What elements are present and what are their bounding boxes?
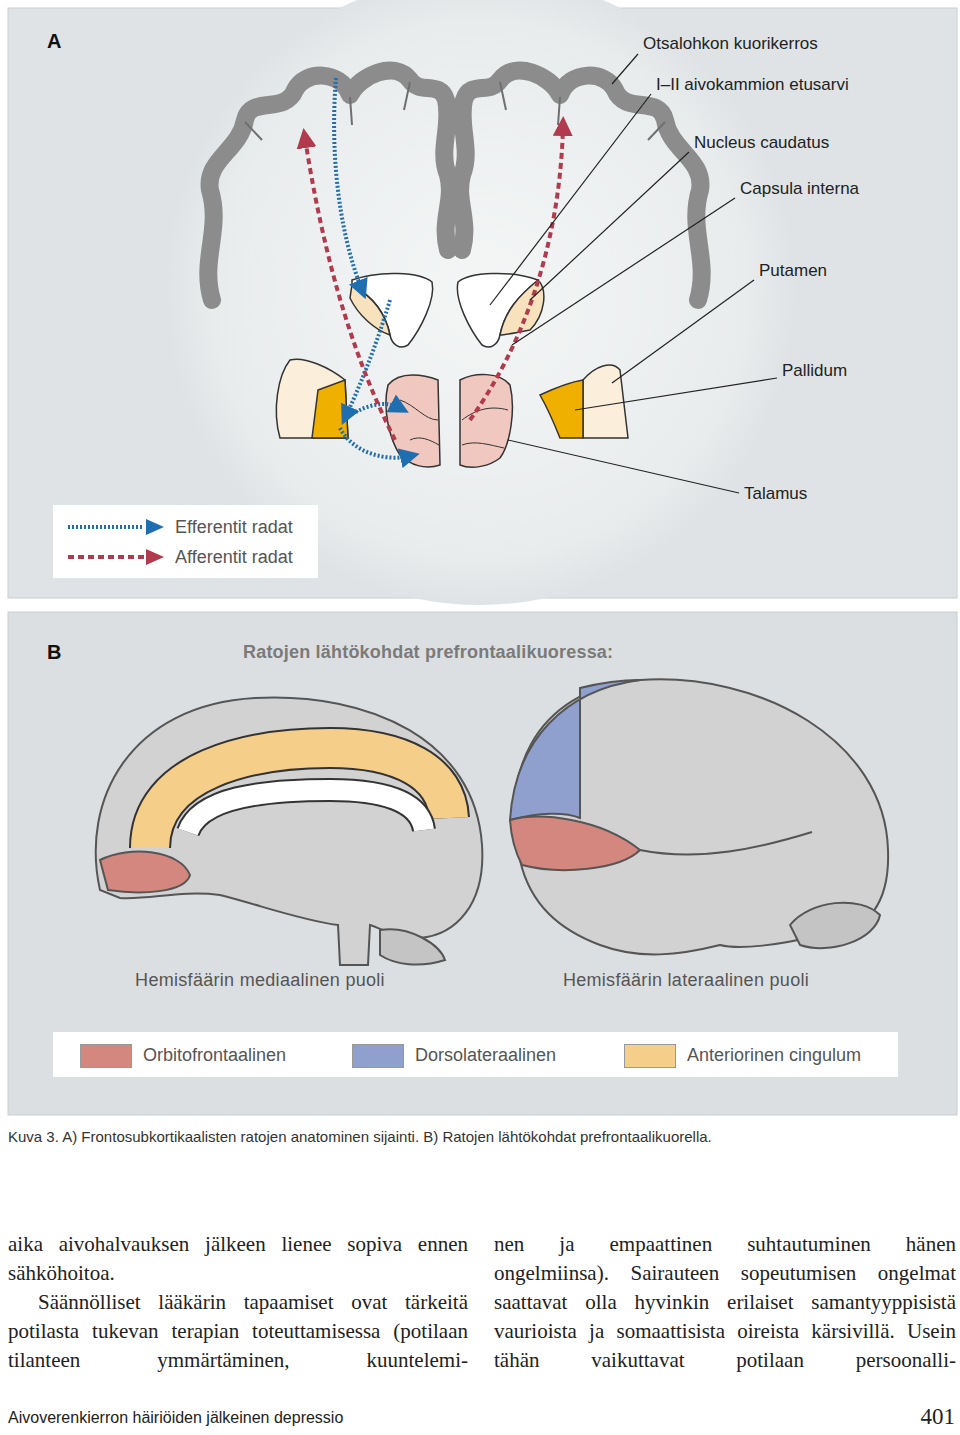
page-number: 401 [900,1404,955,1430]
leader-lines-part [530,152,689,300]
leader-lines-part [512,198,735,345]
lentiform-nuclei-part [540,380,583,438]
leader-lines-part [508,440,739,493]
part-label: Otsalohkon kuorikerros [643,34,818,54]
legend-text: Anteriorinen cingulum [687,1044,861,1066]
part-label: Nucleus caudatus [694,133,829,153]
cortex [208,71,701,300]
efferent-paths-part [340,428,410,458]
medial-hemisphere-part [380,929,445,964]
part-label: I–II aivokammion etusarvi [656,75,849,95]
medial-hemisphere-part [150,748,449,848]
lateral-hemisphere-part [510,817,640,870]
cortex-sulci-part [648,122,665,140]
legend-box [53,505,318,578]
panel-letter: A [47,30,61,53]
medial-hemisphere-part [188,790,424,832]
part-label: Capsula interna [740,179,859,199]
thalamus [386,375,512,468]
legend-arrowhead [146,519,164,535]
medial-hemisphere-part [100,852,190,893]
efferent-paths [334,78,410,458]
lateral-hemisphere-part [790,903,880,948]
afferent-paths [305,126,563,440]
panel-title: Ratojen lähtökohdat prefrontaalikuoressa… [243,642,613,663]
cortex-sulci-part [500,82,506,110]
medial-hemisphere-part [96,698,483,965]
figure-caption: Kuva 3. A) Frontosubkortikaalisten ratoj… [8,1127,712,1147]
efferent-paths-part [346,300,390,416]
lateral-hemisphere-part [510,680,640,820]
leader-lines-part [612,280,754,383]
afferent-paths-part [305,138,395,440]
panel-a-ground [8,0,957,605]
legend-swatch [352,1044,404,1068]
thalamus-part [386,375,440,467]
body-text: Säännölliset lääkärin tapaamiset ovat tä… [8,1288,468,1375]
legend-arrowhead [146,549,164,565]
efferent-paths-part [352,404,400,414]
thalamus-part [460,375,512,468]
leader-lines [490,54,777,493]
cortex-sulci-part [245,122,262,140]
legend-text: Afferentit radat [175,546,293,568]
panel-letter: B [47,641,61,664]
legend-swatch [80,1044,132,1068]
cortex-sulci-part [350,97,352,125]
legend-box-part [53,1032,898,1077]
part-label: Pallidum [782,361,847,381]
legend-line-sample [68,517,168,537]
legend-text: Orbitofrontaalinen [143,1044,286,1066]
legend-line-sample [68,547,168,567]
lentiform-nuclei-part [312,380,348,438]
part-label: Talamus [744,484,807,504]
legend-line [68,525,144,529]
legend-box-part [53,505,318,578]
lentiform-nuclei [276,359,628,438]
view-label: Hemisfäärin lateraalinen puoli [486,969,886,991]
part-label: Putamen [759,261,827,281]
ventricles-and-caudate-part [500,280,544,335]
afferent-paths-part [470,126,563,420]
cortex-sulci-part [404,82,410,110]
cortex-sulci-part [558,97,560,125]
legend-swatch [624,1044,676,1068]
panel-a: A [8,8,957,598]
medial-hemisphere [96,698,483,965]
legend-box [53,1032,898,1077]
lateral-hemisphere [510,679,888,954]
running-footer: Aivoverenkierron häiriöiden jälkeinen de… [8,1408,343,1428]
medial-hemisphere-part [150,748,449,848]
leader-lines-part [490,94,651,305]
leader-lines-part [612,54,638,84]
ventricles-and-caudate-part [350,285,390,335]
body-text: aika aivohalvauksen jälkeen lienee sopiv… [8,1230,468,1288]
lentiform-nuclei-part [276,359,348,438]
efferent-paths-part [334,78,362,290]
medial-hemisphere-part [188,790,424,832]
view-label: Hemisfäärin mediaalinen puoli [60,969,460,991]
panel-b: B Ratojen lähtökohdat prefrontaalikuoress… [8,612,957,1115]
leader-lines-part [575,378,777,410]
legend-text: Dorsolateraalinen [415,1044,556,1066]
panel-b-ground [8,612,957,1115]
legend-line [68,555,144,559]
cortex-sulci [245,82,665,140]
panel-b-ground-part [8,612,957,1115]
body-text: nen ja empaattinen suhtautuminen hänen o… [494,1230,956,1375]
thalamus-part [400,400,508,448]
lateral-hemisphere-part [640,832,812,855]
cortex-part [208,71,450,300]
legend-text: Efferentit radat [175,516,293,538]
